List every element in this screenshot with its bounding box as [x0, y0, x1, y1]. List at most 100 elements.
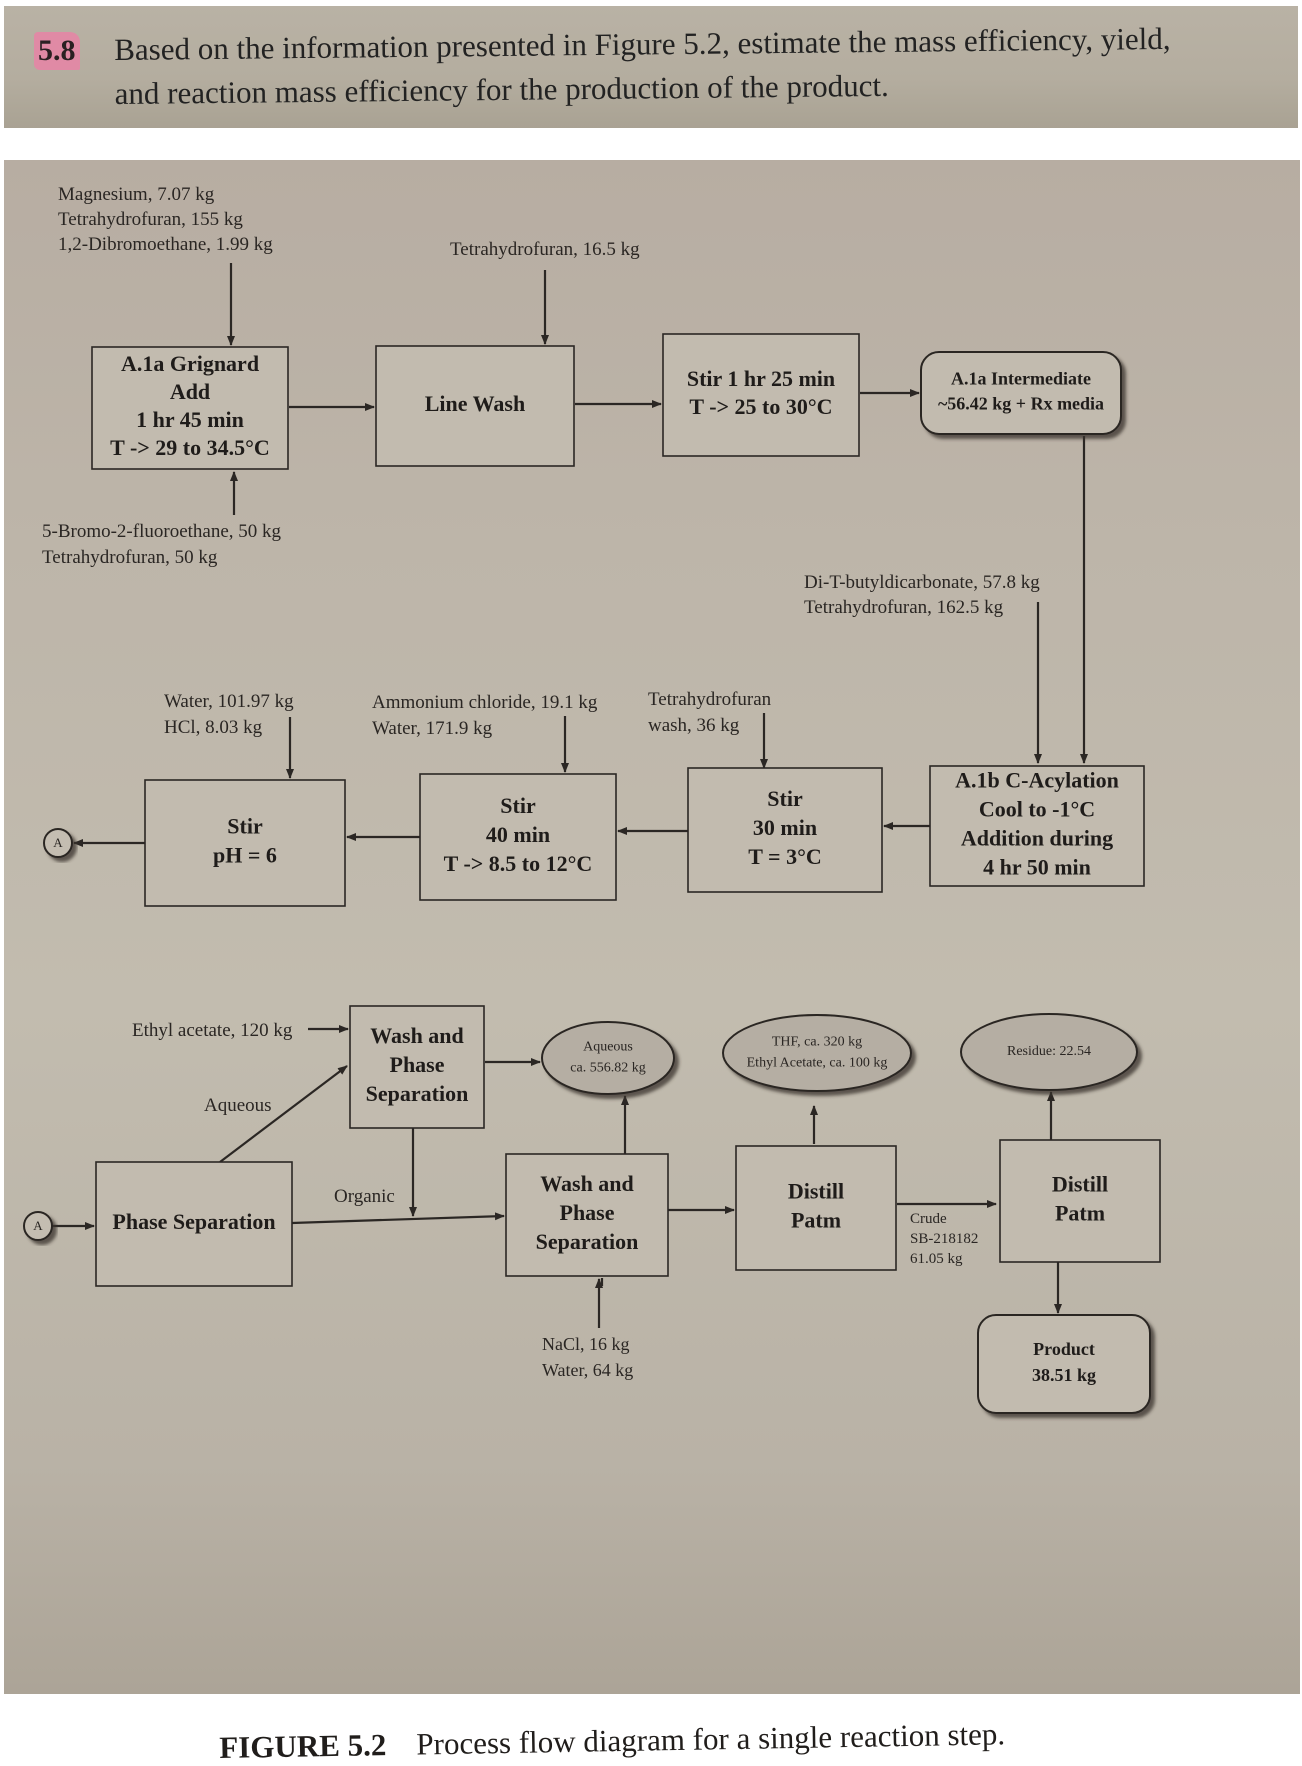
box-acylation-line: A.1b C-Acylation — [955, 768, 1119, 793]
box-intermediate-line: ~56.42 kg + Rx media — [938, 394, 1104, 414]
process-box-stir-ph: Stir pH = 6 — [144, 779, 346, 907]
stream-organic-label: Organic — [334, 1186, 395, 1207]
question-banner: 5.8 Based on the information presented i… — [4, 6, 1298, 128]
stream-ethyl-acetate-line: Ethyl acetate, 120 kg — [132, 1020, 293, 1041]
question-number: 5.8 — [34, 32, 80, 70]
box-phase-sep-line: Phase Separation — [112, 1209, 275, 1234]
stream-grignard-bottom-line: Tetrahydrofuran, 50 kg — [42, 547, 218, 568]
stream-acylation-in-line: Tetrahydrofuran, 162.5 kg — [804, 597, 1004, 618]
box-wash1-line: Phase — [390, 1052, 445, 1077]
box-grignard-line: Add — [170, 379, 210, 404]
connector-label: A — [33, 1218, 43, 1233]
connector-a-in: A — [23, 1211, 53, 1241]
process-box-intermediate: A.1a Intermediate~56.42 kg + Rx media — [920, 351, 1122, 435]
stream-crude-line: 61.05 kg — [910, 1251, 963, 1267]
box-stir-1h25-line: T -> 25 to 30°C — [689, 394, 832, 419]
stream-stirph-in: Water, 101.97 kg HCl, 8.03 kg — [164, 691, 294, 738]
stream-stir30-in-line: wash, 36 kg — [648, 715, 740, 736]
process-box-product: Product 38.51 kg — [977, 1314, 1151, 1414]
flow-arrow — [291, 1212, 505, 1225]
stream-stirph-in-line: Water, 101.97 kg — [164, 691, 294, 712]
box-stir-30-line: Stir — [767, 786, 803, 811]
box-grignard-line: T -> 29 to 34.5°C — [110, 435, 270, 460]
box-line-wash-line: Line Wash — [425, 391, 525, 416]
box-wash2-line: Separation — [536, 1229, 639, 1254]
box-distill1-line: Distill — [788, 1179, 844, 1204]
stream-stir30-in-line: Tetrahydrofuran — [648, 689, 772, 710]
box-distill2-line: Patm — [1055, 1201, 1105, 1226]
box-acylation-line: 4 hr 50 min — [983, 855, 1091, 880]
figure-number: FIGURE 5.2 — [219, 1727, 387, 1765]
box-distill1-line: Patm — [791, 1208, 841, 1233]
question-text: Based on the information presented in Fi… — [114, 16, 1285, 116]
box-product-line: 38.51 kg — [1032, 1365, 1096, 1385]
connector-a-out: A — [43, 828, 73, 858]
box-wash2-line: Wash and — [540, 1171, 634, 1196]
stream-grignard-bottom: 5-Bromo-2-fluoroethane, 50 kgTetrahydrof… — [42, 521, 282, 568]
process-box-line-wash: Line Wash — [375, 345, 575, 467]
stream-aqueous-label: Aqueous — [204, 1095, 272, 1116]
aqueous-flow-arrow — [219, 1065, 348, 1163]
stream-stir30-in: Tetrahydrofuran wash, 36 kg — [648, 689, 772, 736]
stream-stir40-in-line: Ammonium chloride, 19.1 kg — [372, 692, 598, 713]
output-aqueous-waste: Aqueous ca. 556.82 kg — [541, 1021, 675, 1095]
process-box-stir-40: Stir 40 min T -> 8.5 to 12°C — [419, 773, 617, 901]
stream-crude-line: Crude — [910, 1211, 947, 1227]
box-stir-30-line: T = 3°C — [748, 844, 822, 869]
stream-line-wash-in-line: Tetrahydrofuran, 16.5 kg — [450, 239, 640, 260]
output-aqueous-waste-line: ca. 556.82 kg — [570, 1061, 645, 1076]
box-product-line: Product — [1033, 1339, 1095, 1359]
output-residue-line: Residue: 22.54 — [1007, 1044, 1091, 1059]
figure-caption-text: Process flow diagram for a single reacti… — [416, 1716, 1006, 1762]
stream-nacl-in-line: Water, 64 kg — [542, 1360, 633, 1380]
box-stir-40-line: 40 min — [486, 822, 550, 847]
stream-grignard-top-line: 1,2-Dibromoethane, 1.99 kg — [58, 234, 273, 255]
box-stir-40-line: T -> 8.5 to 12°C — [444, 851, 593, 876]
box-stir-40-line: Stir — [500, 793, 536, 818]
box-stir-ph-line: pH = 6 — [213, 843, 277, 868]
box-stir-1h25-line: Stir 1 hr 25 min — [687, 366, 835, 391]
box-acylation-line: Cool to -1°C — [979, 797, 1095, 822]
box-stir-ph-line: Stir — [227, 814, 263, 839]
box-grignard-line: 1 hr 45 min — [136, 407, 244, 432]
stream-nacl-in-line: NaCl, 16 kg — [542, 1334, 630, 1354]
stream-ethyl-acetate: Ethyl acetate, 120 kg — [132, 1020, 293, 1041]
stream-grignard-top-line: Magnesium, 7.07 kg — [58, 184, 215, 205]
process-box-phase-sep: Phase Separation — [95, 1161, 293, 1287]
stream-grignard-top: Magnesium, 7.07 kg Tetrahydrofuran, 155 k… — [58, 184, 273, 255]
stream-acylation-in: Di-T-butyldicarbonate, 57.8 kg Tetrahydro… — [804, 572, 1040, 618]
stream-line-wash-in: Tetrahydrofuran, 16.5 kg — [450, 239, 640, 260]
connector-label: A — [53, 835, 63, 850]
box-grignard-line: A.1a Grignard — [121, 351, 259, 376]
output-solvent-waste-line: Ethyl Acetate, ca. 100 kg — [747, 1056, 888, 1071]
figure-caption: FIGURE 5.2 Process flow diagram for a sin… — [219, 1716, 1005, 1766]
stream-acylation-in-line: Di-T-butyldicarbonate, 57.8 kg — [804, 572, 1040, 593]
box-wash1-line: Wash and — [370, 1023, 464, 1048]
output-residue: Residue: 22.54 — [960, 1013, 1138, 1091]
box-wash2-line: Phase — [560, 1200, 615, 1225]
box-wash1-line: Separation — [366, 1081, 469, 1106]
stream-nacl-in: NaCl, 16 kg Water, 64 kg — [542, 1334, 633, 1380]
output-aqueous-waste-line: Aqueous — [583, 1040, 633, 1055]
box-acylation-line: Addition during — [961, 826, 1113, 851]
stream-organic-label-line: Organic — [334, 1186, 395, 1207]
stream-aqueous-label-line: Aqueous — [204, 1095, 272, 1116]
process-box-stir-1h25: Stir 1 hr 25 min T -> 25 to 30°C — [662, 333, 860, 457]
stream-grignard-top-line: Tetrahydrofuran, 155 kg — [58, 209, 243, 230]
stream-stirph-in-line: HCl, 8.03 kg — [164, 717, 263, 738]
box-distill2-line: Distill — [1052, 1172, 1108, 1197]
flow-arrows — [52, 263, 1088, 1328]
